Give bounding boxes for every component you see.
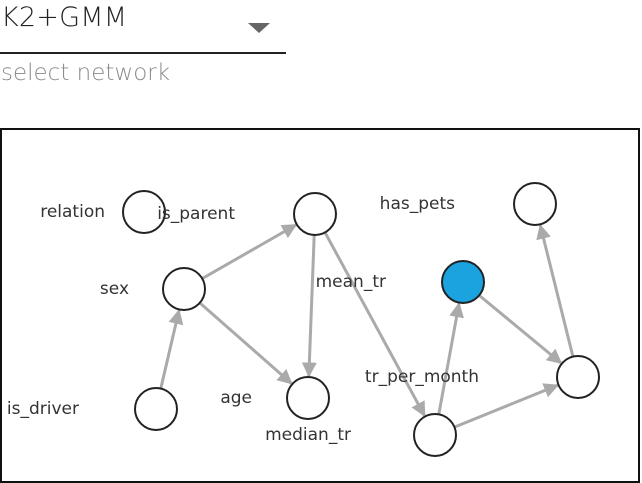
edge-mean_tr-to-tr_per_month	[478, 294, 563, 365]
node-circle-is_parent[interactable]	[293, 192, 337, 236]
node-circle-median_tr[interactable]	[413, 413, 457, 457]
node-sex[interactable]: sex	[100, 267, 206, 311]
node-label-relation: relation	[40, 202, 105, 222]
node-median_tr[interactable]: median_tr	[265, 413, 457, 457]
node-relation[interactable]: relation	[40, 190, 166, 234]
node-is_parent[interactable]: is_parent	[157, 192, 337, 236]
node-circle-mean_tr[interactable]	[441, 260, 485, 304]
node-label-is_parent: is_parent	[157, 204, 235, 224]
node-has_pets[interactable]: has_pets	[380, 182, 557, 226]
edge-median_tr-to-tr_per_month	[453, 383, 560, 429]
edge-sex-to-age	[198, 301, 293, 385]
node-label-mean_tr: mean_tr	[316, 272, 386, 292]
node-label-age: age	[220, 388, 252, 408]
edge-is_driver-to-sex	[159, 308, 184, 389]
network-select[interactable]: K2+GMM	[0, 0, 286, 54]
node-circle-sex[interactable]	[162, 267, 206, 311]
node-is_driver[interactable]: is_driver	[7, 387, 178, 431]
chevron-down-icon[interactable]	[248, 23, 270, 33]
edge-is_parent-to-median_tr	[323, 231, 426, 417]
node-age[interactable]: age	[220, 376, 330, 420]
network-select-helper: select network	[1, 60, 171, 86]
node-circle-relation[interactable]	[122, 190, 166, 234]
node-label-is_driver: is_driver	[7, 399, 79, 419]
node-label-median_tr: median_tr	[265, 425, 351, 445]
node-label-tr_per_month: tr_per_month	[365, 367, 479, 387]
network-select-value: K2+GMM	[1, 2, 128, 33]
node-mean_tr[interactable]: mean_tr	[316, 260, 485, 304]
edge-tr_per_month-to-has_pets	[536, 223, 575, 357]
node-circle-tr_per_month[interactable]	[556, 355, 600, 399]
node-label-sex: sex	[100, 279, 129, 299]
node-circle-age[interactable]	[286, 376, 330, 420]
node-circle-is_driver[interactable]	[134, 387, 178, 431]
edge-sex-to-is_parent	[201, 223, 298, 280]
node-tr_per_month[interactable]: tr_per_month	[365, 355, 600, 399]
node-circle-has_pets[interactable]	[513, 182, 557, 226]
node-label-has_pets: has_pets	[380, 194, 455, 214]
edge-is_parent-to-age	[301, 234, 317, 378]
edge-median_tr-to-mean_tr	[437, 302, 464, 415]
